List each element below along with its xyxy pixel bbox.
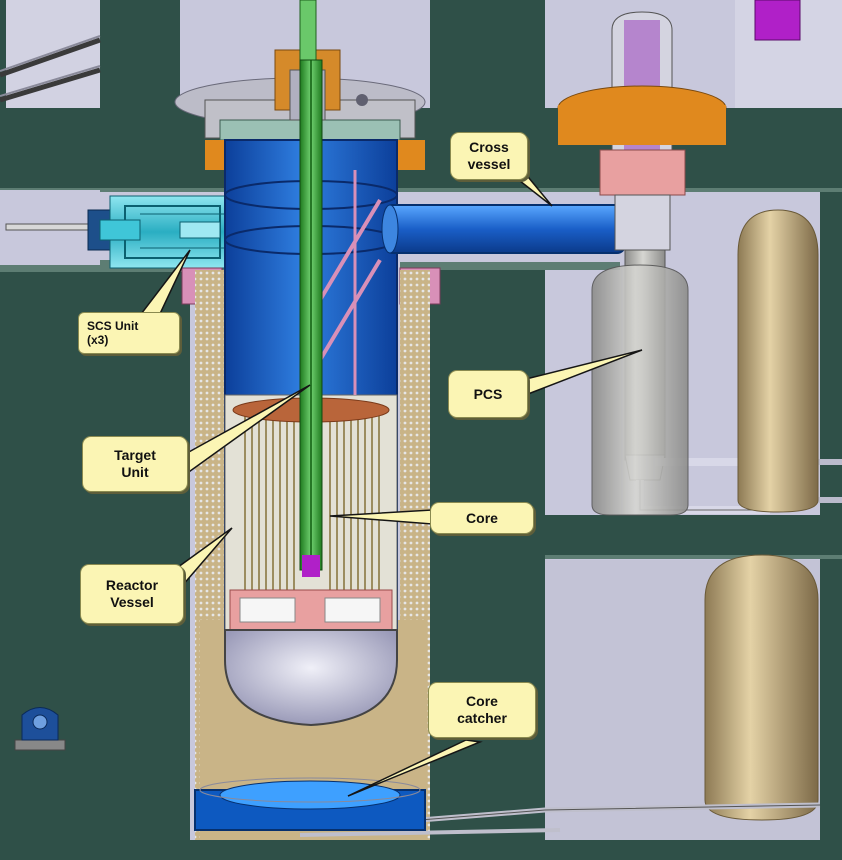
grey-tank xyxy=(591,264,689,516)
cross-vessel xyxy=(381,204,626,254)
magenta-detail xyxy=(754,0,801,41)
label-core-catcher: Core catcher xyxy=(428,682,536,738)
label-reactor-vessel: Reactor Vessel xyxy=(80,564,184,624)
core-catcher xyxy=(194,777,426,831)
pump xyxy=(14,707,66,751)
leader-core-catcher xyxy=(347,739,483,797)
label-cross-vessel: Cross vessel xyxy=(450,132,528,180)
leader-lines xyxy=(136,168,643,797)
label-target-unit: Target Unit xyxy=(82,436,188,492)
tan-tank-upper xyxy=(737,209,819,513)
label-pcs: PCS xyxy=(448,370,528,418)
scs-unit xyxy=(5,195,236,269)
orange-flange-right xyxy=(395,140,425,170)
tan-tank-lower xyxy=(704,554,819,821)
target-unit-rod xyxy=(299,59,323,577)
cables xyxy=(0,37,101,103)
label-core: Core xyxy=(430,502,534,534)
label-scs-unit: SCS Unit (x3) xyxy=(78,312,180,354)
core-fuel-rods xyxy=(244,415,380,600)
